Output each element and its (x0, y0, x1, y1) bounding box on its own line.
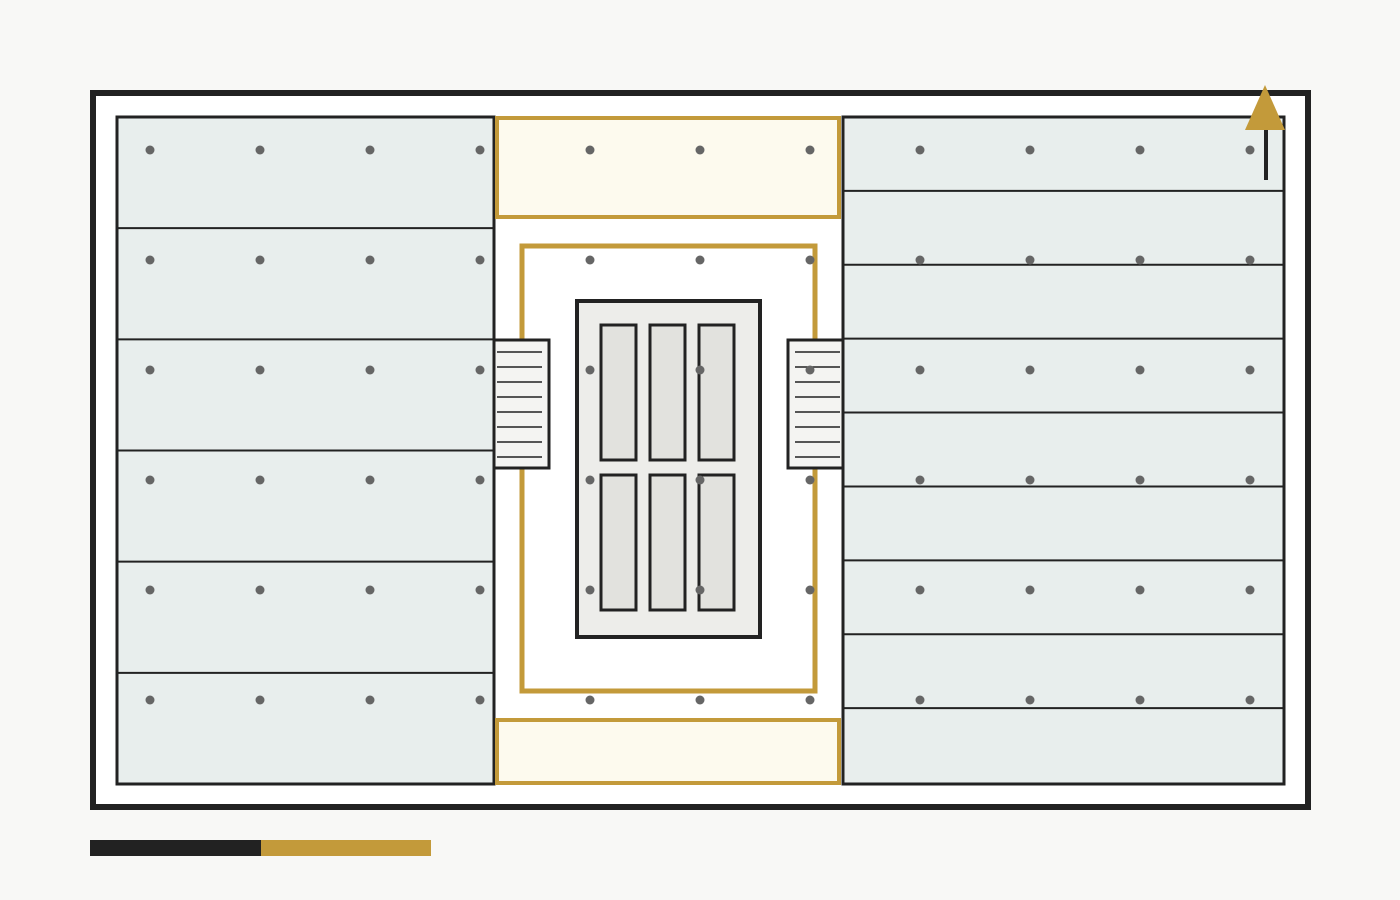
structural-column (145, 475, 155, 485)
top-lobby-zone (495, 116, 841, 219)
structural-column (1245, 255, 1255, 265)
right-stair-treads (795, 351, 840, 458)
elevator-car (648, 323, 687, 462)
structural-column (255, 145, 265, 155)
structural-column (915, 585, 925, 595)
north-arrow-icon (1245, 85, 1285, 180)
structural-column (1025, 695, 1035, 705)
structural-column (475, 145, 485, 155)
structural-column (585, 695, 595, 705)
structural-column (145, 255, 155, 265)
elevator-car (599, 323, 638, 462)
structural-column (145, 145, 155, 155)
structural-column (365, 365, 375, 375)
bottom-lobby-zone (495, 718, 841, 785)
right-stair-box (786, 338, 845, 470)
column-grid (145, 145, 1255, 705)
structural-column (1135, 145, 1145, 155)
structural-column (475, 365, 485, 375)
elevator-cars (599, 323, 736, 612)
structural-column (805, 365, 815, 375)
structural-column (1135, 365, 1145, 375)
structural-column (475, 255, 485, 265)
structural-column (475, 695, 485, 705)
structural-column (915, 145, 925, 155)
structural-column (585, 255, 595, 265)
left-wing (115, 115, 496, 786)
structural-column (145, 365, 155, 375)
structural-column (585, 585, 595, 595)
right-stair (786, 338, 845, 470)
elevator-car (599, 473, 638, 612)
structural-column (365, 475, 375, 485)
structural-column (695, 475, 705, 485)
structural-column (1135, 585, 1145, 595)
structural-column (915, 475, 925, 485)
structural-column (585, 475, 595, 485)
structural-column (255, 365, 265, 375)
structural-column (585, 145, 595, 155)
structural-column (695, 585, 705, 595)
elevator-car (697, 323, 736, 462)
scale-bar (90, 840, 431, 856)
structural-column (1135, 695, 1145, 705)
structural-column (1025, 475, 1035, 485)
structural-column (1245, 475, 1255, 485)
elevator-car (648, 473, 687, 612)
structural-column (475, 475, 485, 485)
scale-bar-segment-dark (90, 840, 261, 856)
right-wing-partitions (843, 189, 1284, 710)
right-wing-zone (841, 115, 1286, 786)
structural-column (695, 365, 705, 375)
north-arrow-head (1245, 85, 1285, 130)
structural-column (365, 695, 375, 705)
structural-column (1135, 255, 1145, 265)
structural-column (255, 695, 265, 705)
structural-column (695, 255, 705, 265)
right-wing (841, 115, 1286, 786)
structural-column (805, 695, 815, 705)
structural-column (805, 145, 815, 155)
structural-column (1245, 695, 1255, 705)
structural-column (585, 365, 595, 375)
structural-column (365, 145, 375, 155)
structural-column (365, 585, 375, 595)
structural-column (1245, 145, 1255, 155)
left-wing-partitions (117, 227, 494, 674)
left-stair-box (492, 338, 551, 470)
left-stair (492, 338, 551, 470)
structural-column (255, 585, 265, 595)
elevator-core (575, 299, 762, 639)
structural-column (145, 585, 155, 595)
structural-column (805, 585, 815, 595)
structural-column (695, 145, 705, 155)
structural-column (915, 695, 925, 705)
structural-column (915, 365, 925, 375)
scale-bar-segment-gold (261, 840, 431, 856)
structural-column (1025, 585, 1035, 595)
structural-column (1025, 145, 1035, 155)
structural-column (255, 475, 265, 485)
elevator-car (697, 473, 736, 612)
structural-column (1135, 475, 1145, 485)
structural-column (145, 695, 155, 705)
structural-column (805, 255, 815, 265)
structural-column (1245, 365, 1255, 375)
left-stair-treads (497, 351, 542, 458)
structural-column (1025, 255, 1035, 265)
structural-column (1025, 365, 1035, 375)
structural-column (915, 255, 925, 265)
structural-column (255, 255, 265, 265)
structural-column (1245, 585, 1255, 595)
structural-column (805, 475, 815, 485)
structural-column (695, 695, 705, 705)
structural-column (475, 585, 485, 595)
structural-column (365, 255, 375, 265)
